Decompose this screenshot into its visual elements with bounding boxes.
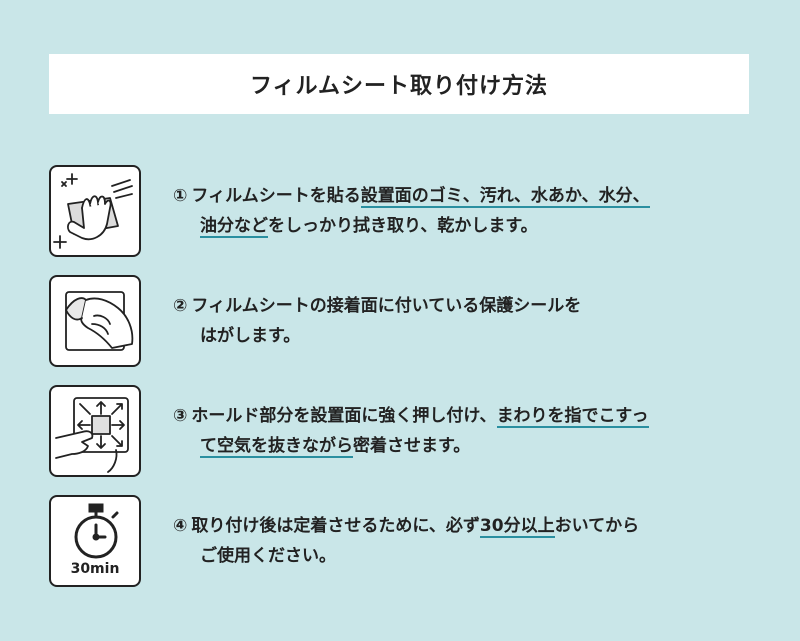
step-1-number: ① <box>173 186 188 206</box>
step-3-number: ③ <box>173 406 188 426</box>
wiping-hand-icon <box>49 165 141 257</box>
step-1-line1-a: フィルムシートを貼る <box>191 186 361 206</box>
stopwatch-label: 30min <box>70 561 120 577</box>
step-3-highlight-2: て空気を抜きながら <box>200 436 353 458</box>
step-4-line1-c: おいてから <box>554 516 640 536</box>
page-title: フィルムシート取り付け方法 <box>49 54 749 114</box>
step-4-line2: ご使用ください。 <box>200 546 336 566</box>
stopwatch-icon: 30min <box>49 495 141 587</box>
step-4-number: ④ <box>173 516 188 536</box>
step-2-number: ② <box>173 296 188 316</box>
step-4-highlight-1: 30分以上 <box>479 516 555 538</box>
step-1-highlight-1: 設置面のゴミ、汚れ、水あか、水分、 <box>360 186 650 208</box>
step-3-highlight-1: まわりを指でこすっ <box>496 406 649 428</box>
step-4-line1-a: 取り付け後は定着させるために、必ず <box>191 516 480 536</box>
press-air-out-icon <box>49 385 141 477</box>
step-3-line1-a: ホールド部分を設置面に強く押し付け、 <box>191 406 497 426</box>
step-3-line2-b: 密着させます。 <box>353 436 471 456</box>
page-title-text: フィルムシート取り付け方法 <box>249 74 549 99</box>
step-2-line2: はがします。 <box>200 326 301 346</box>
step-1-line2-b: をしっかり拭き取り、乾かします。 <box>268 216 538 236</box>
peeling-film-icon <box>49 275 141 367</box>
step-1-highlight-2: 油分など <box>200 216 268 238</box>
step-2-line1: フィルムシートの接着面に付いている保護シールを <box>191 296 582 316</box>
